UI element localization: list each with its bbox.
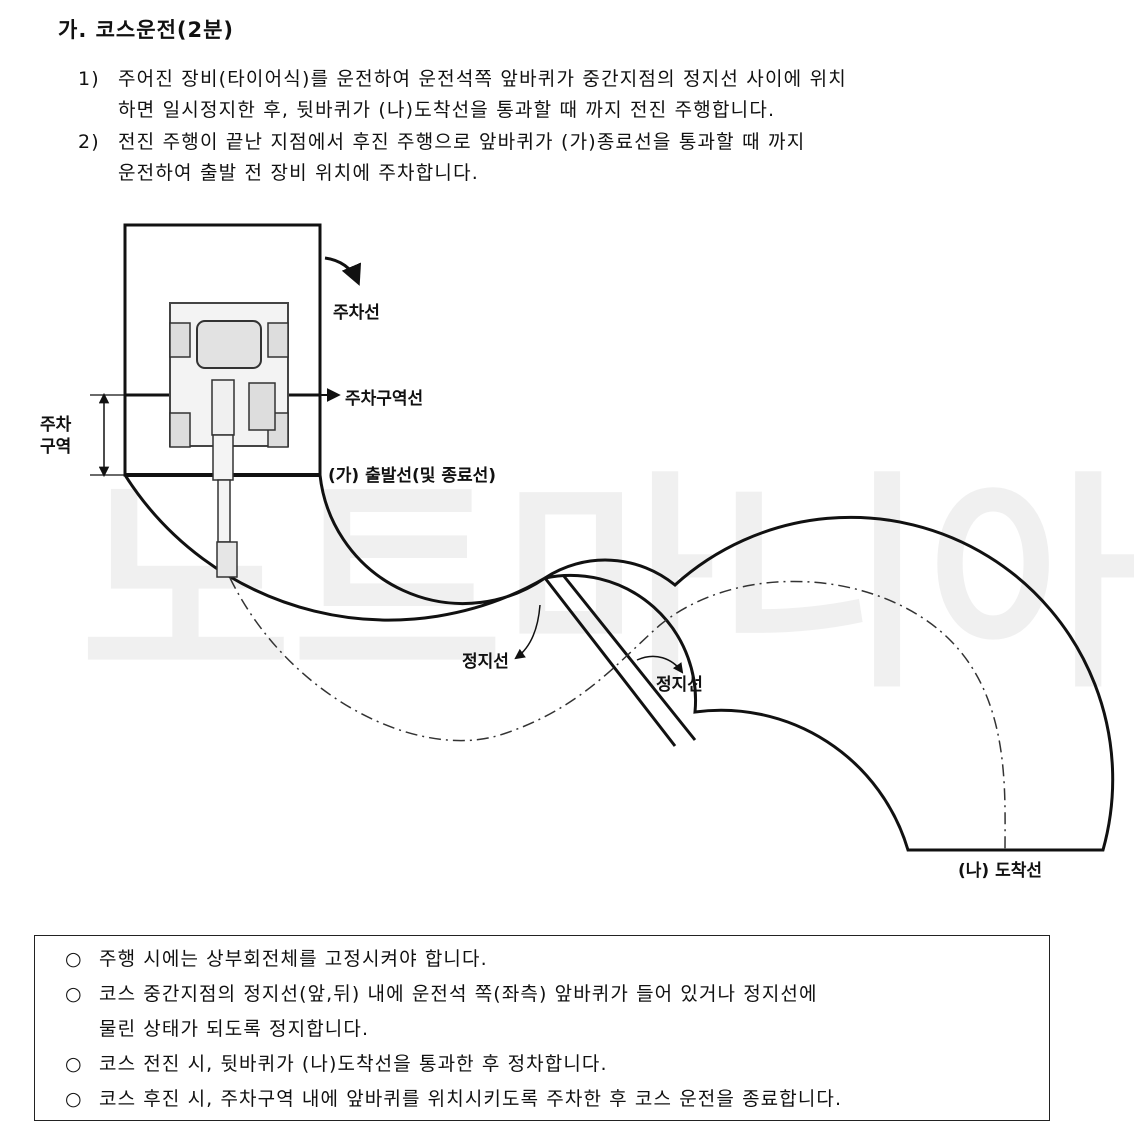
stop-line-label-right: 정지선 — [656, 675, 703, 695]
stop-line-pointer-left — [514, 604, 541, 660]
watermark: 노트마니아 — [80, 453, 1134, 720]
notes-box: ○ 주행 시에는 상부회전체를 고정시켜야 합니다. ○ 코스 중간지점의 정지선(… — [34, 935, 1050, 1121]
instruction-text: 주어진 장비(타이어식)를 운전하여 운전석쪽 앞바퀴가 중간지점의 정지선 사… — [118, 68, 847, 90]
note-bullet: ○ — [65, 1053, 83, 1075]
stop-line-label-left: 정지선 — [462, 652, 509, 672]
section-heading: 가. 코스운전(2분) — [58, 18, 235, 42]
parking-zone-label-top: 주차 — [40, 415, 72, 435]
instruction-number: 1) — [78, 68, 100, 90]
parking-line-pointer — [324, 256, 362, 286]
note-bullet: ○ — [65, 1088, 83, 1110]
stop-line-pointer-right — [636, 655, 684, 674]
excavator-icon — [169, 302, 289, 578]
note-item: ○ 코스 중간지점의 정지선(앞,뒤) 내에 운전석 쪽(좌측) 앞바퀴가 들어 … — [65, 977, 1049, 1012]
note-text: 코스 중간지점의 정지선(앞,뒤) 내에 운전석 쪽(좌측) 앞바퀴가 들어 있… — [99, 983, 818, 1005]
note-bullet: ○ — [65, 983, 83, 1005]
instruction-item: 2) 전진 주행이 끝난 지점에서 후진 주행으로 앞바퀴가 (가)종료선을 통과… — [78, 127, 1078, 189]
stop-line-rear — [561, 574, 697, 741]
instruction-text-cont: 하면 일시정지한 후, 뒷바퀴가 (나)도착선을 통과할 때 까지 전진 주행합… — [118, 99, 776, 121]
finish-line-label: (나) 도착선 — [958, 861, 1042, 881]
instruction-text-cont: 운전하여 출발 전 장비 위치에 주차합니다. — [118, 162, 479, 184]
instruction-item: 1) 주어진 장비(타이어식)를 운전하여 운전석쪽 앞바퀴가 중간지점의 정지선… — [78, 64, 1078, 126]
course-centerline — [229, 577, 1006, 851]
note-text-cont: 물린 상태가 되도록 정지합니다. — [99, 1018, 370, 1040]
note-bullet: ○ — [65, 948, 83, 970]
start-line-label: (가) 출발선(및 종료선) — [328, 466, 496, 486]
note-item: ○ 주행 시에는 상부회전체를 고정시켜야 합니다. — [65, 942, 1049, 977]
course-diagram: 노트마니아 주차 구역 주차선 주차구역선 (가) 출발선(및 종료선) 정지선… — [40, 223, 1134, 881]
parking-zone-line-label: 주차구역선 — [345, 389, 423, 409]
note-item: ○ 코스 후진 시, 주차구역 내에 앞바퀴를 위치시키도록 주차한 후 코스 운… — [65, 1082, 1049, 1117]
instruction-text: 전진 주행이 끝난 지점에서 후진 주행으로 앞바퀴가 (가)종료선을 통과할 … — [118, 131, 806, 153]
note-text: 코스 전진 시, 뒷바퀴가 (나)도착선을 통과한 후 정차합니다. — [99, 1053, 608, 1075]
note-text: 주행 시에는 상부회전체를 고정시켜야 합니다. — [99, 948, 488, 970]
note-text: 코스 후진 시, 주차구역 내에 앞바퀴를 위치시키도록 주차한 후 코스 운전… — [99, 1088, 843, 1110]
note-item: ○ 코스 전진 시, 뒷바퀴가 (나)도착선을 통과한 후 정차합니다. — [65, 1047, 1049, 1082]
instruction-number: 2) — [78, 131, 100, 153]
parking-zone-label-bottom: 구역 — [40, 437, 71, 457]
stop-line-front — [543, 577, 677, 747]
parking-line-label: 주차선 — [333, 303, 380, 323]
